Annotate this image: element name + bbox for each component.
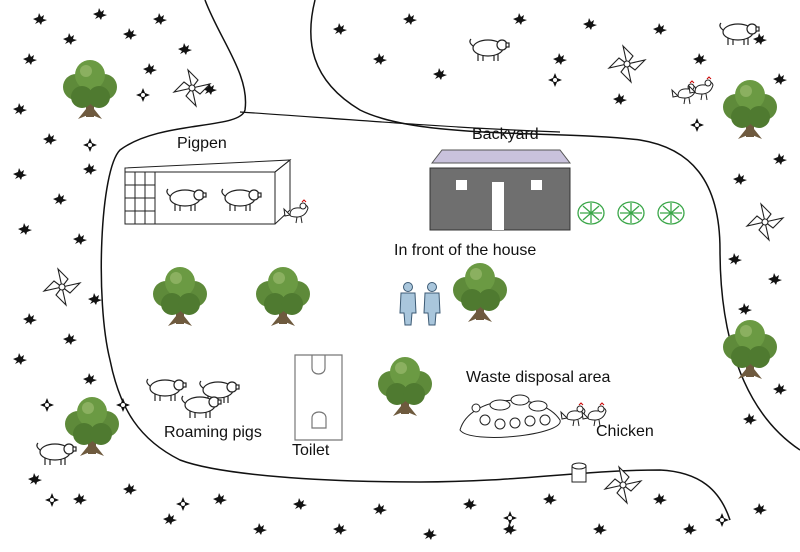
toilet-label: Toilet xyxy=(292,442,330,459)
grass-tuft-icons xyxy=(13,8,787,540)
pigpen-label: Pigpen xyxy=(177,135,227,152)
toilet-icon xyxy=(294,354,343,441)
yard-boundary xyxy=(239,111,561,133)
pigpen-icon xyxy=(124,158,292,225)
road-left xyxy=(100,0,731,521)
pinwheel-plant-icons xyxy=(43,45,784,504)
chicken-label: Chicken xyxy=(596,423,654,440)
house-icon xyxy=(429,149,572,231)
backyard-label: Backyard xyxy=(472,126,539,143)
star-plant-icons xyxy=(40,73,729,527)
waste-disposal-label: Waste disposal area xyxy=(466,369,611,386)
bucket-icon xyxy=(571,462,587,483)
roaming-pigs-label: Roaming pigs xyxy=(164,424,262,441)
person-icons xyxy=(399,282,441,326)
waste-pile-icon xyxy=(459,394,561,438)
front-of-house-label: In front of the house xyxy=(394,242,537,259)
shrub-icons xyxy=(577,201,685,225)
